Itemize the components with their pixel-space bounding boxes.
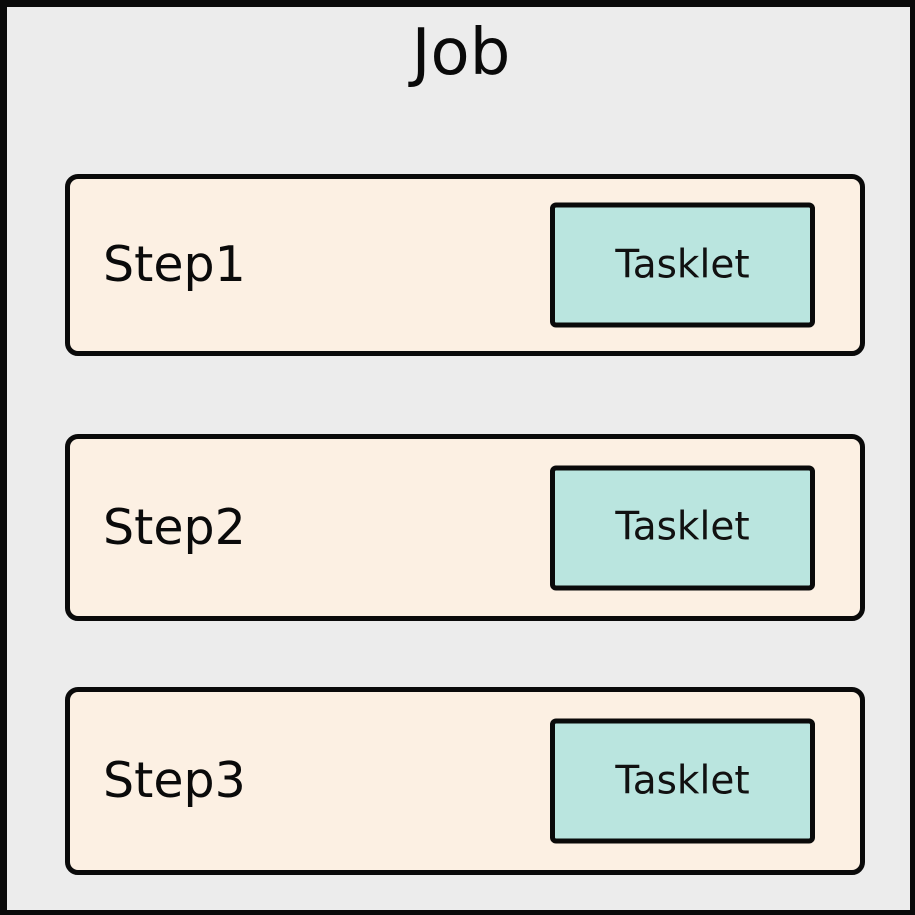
step-box-2[interactable]: Step2 Tasklet [65,434,865,621]
step-box-1[interactable]: Step1 Tasklet [65,174,865,356]
tasklet-label-3: Tasklet [615,758,750,803]
tasklet-box-2[interactable]: Tasklet [550,465,815,590]
tasklet-box-1[interactable]: Tasklet [550,202,815,328]
step-label-2: Step2 [103,498,246,556]
step-label-1: Step1 [103,236,246,293]
step-box-3[interactable]: Step3 Tasklet [65,687,865,875]
step-label-3: Step3 [103,752,246,809]
job-title: Job [411,16,511,90]
tasklet-label-2: Tasklet [615,504,750,550]
tasklet-box-3[interactable]: Tasklet [550,718,815,844]
tasklet-label-1: Tasklet [615,242,750,287]
